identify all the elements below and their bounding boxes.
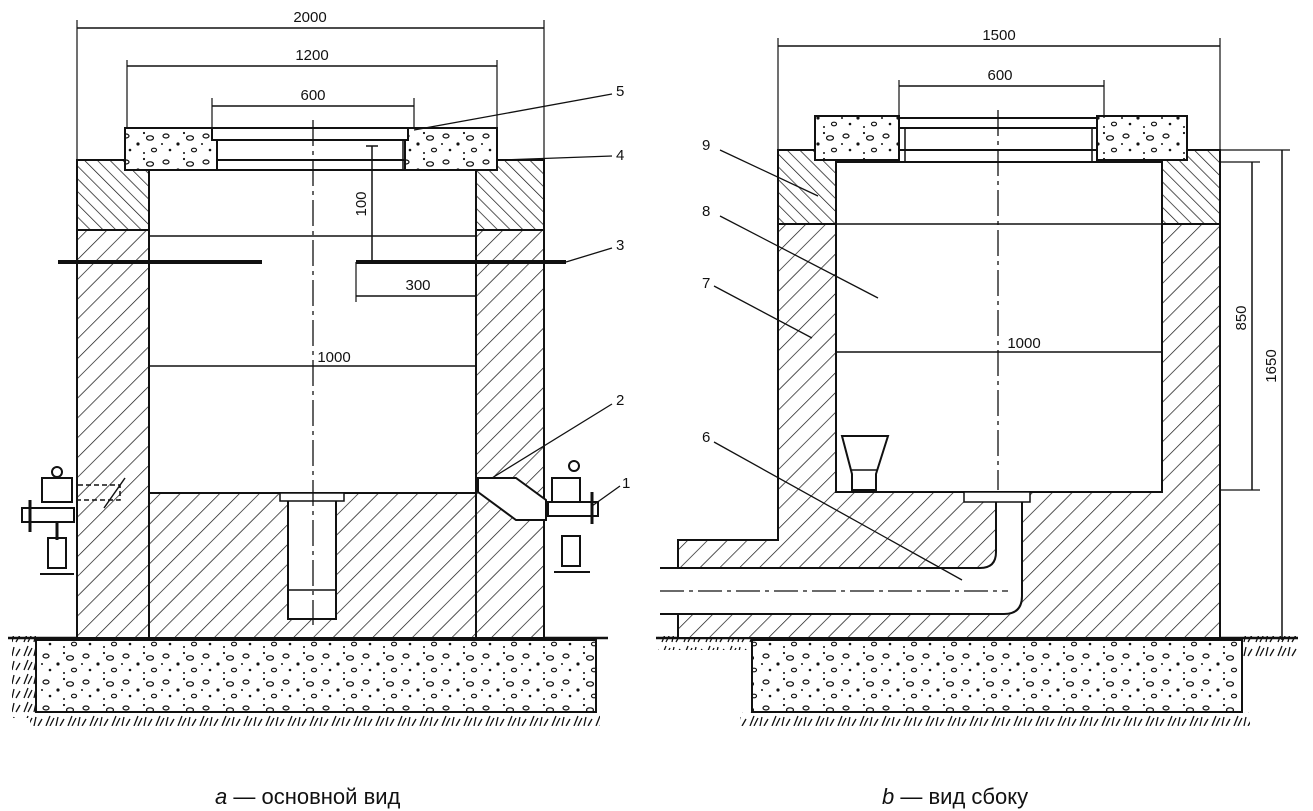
view-b-cover-stone-left [814,115,900,161]
view-b-dim-inner-height: 850 [1233,305,1250,330]
view-b-top-ring-left [777,149,837,225]
view-b-callout-9: 9 [702,137,710,154]
view-a-cover-stone-left [124,127,218,171]
view-b-caption: b — вид сбоку [882,784,1028,809]
view-a-ground-bottom [30,712,600,726]
view-b-dim-total-height: 1650 [1263,349,1280,382]
view-b-callout-6: 6 [702,429,710,446]
view-b-cover-stone-right [1096,115,1188,161]
view-a-callout-2: 2 [616,392,624,409]
view-a-dim-inner-width: 1000 [317,349,350,366]
view-b-dim-inner-width: 1000 [1007,335,1040,352]
view-a-right-wall [475,229,545,639]
view-a-ground-left [12,636,36,718]
view-a-cover-stone-right [404,127,498,171]
view-a-main: 2000 1200 600 100 300 1000 1 2 3 4 5 a —… [8,9,630,809]
view-a-caption: a — основной вид [215,784,401,809]
view-a-dim-rung-depth: 100 [353,191,370,216]
view-a-callout-1: 1 [622,475,630,492]
view-b-foundation [751,639,1243,713]
view-a-left-wall [76,229,150,639]
view-b-side: 1500 600 1000 850 1650 6 7 8 9 b — вид с… [656,27,1298,809]
view-b-dim-opening-width: 600 [987,67,1012,84]
view-b-top-ring-right [1161,149,1221,225]
view-a-pipe-valve-left [21,466,126,575]
view-a-dim-rung-offset: 300 [405,277,430,294]
view-a-sump [287,496,337,620]
view-a-callout-4: 4 [616,147,624,164]
view-a-foundation [35,639,597,713]
view-b-callout-8: 8 [702,203,710,220]
view-b-funnel [840,435,890,491]
view-a-top-ring-right [475,159,545,231]
view-a-dim-opening-width: 600 [300,87,325,104]
view-a-callout-3: 3 [616,237,624,254]
view-a-callout-5: 5 [616,83,624,100]
view-b-dim-width-total: 1500 [982,27,1015,44]
view-a-dim-width-total: 2000 [293,9,326,26]
view-b-callout-7: 7 [702,275,710,292]
view-a-dim-cover-width: 1200 [295,47,328,64]
view-a-pipe-valve-right [477,460,599,573]
view-a-hatch-cover [211,127,409,141]
